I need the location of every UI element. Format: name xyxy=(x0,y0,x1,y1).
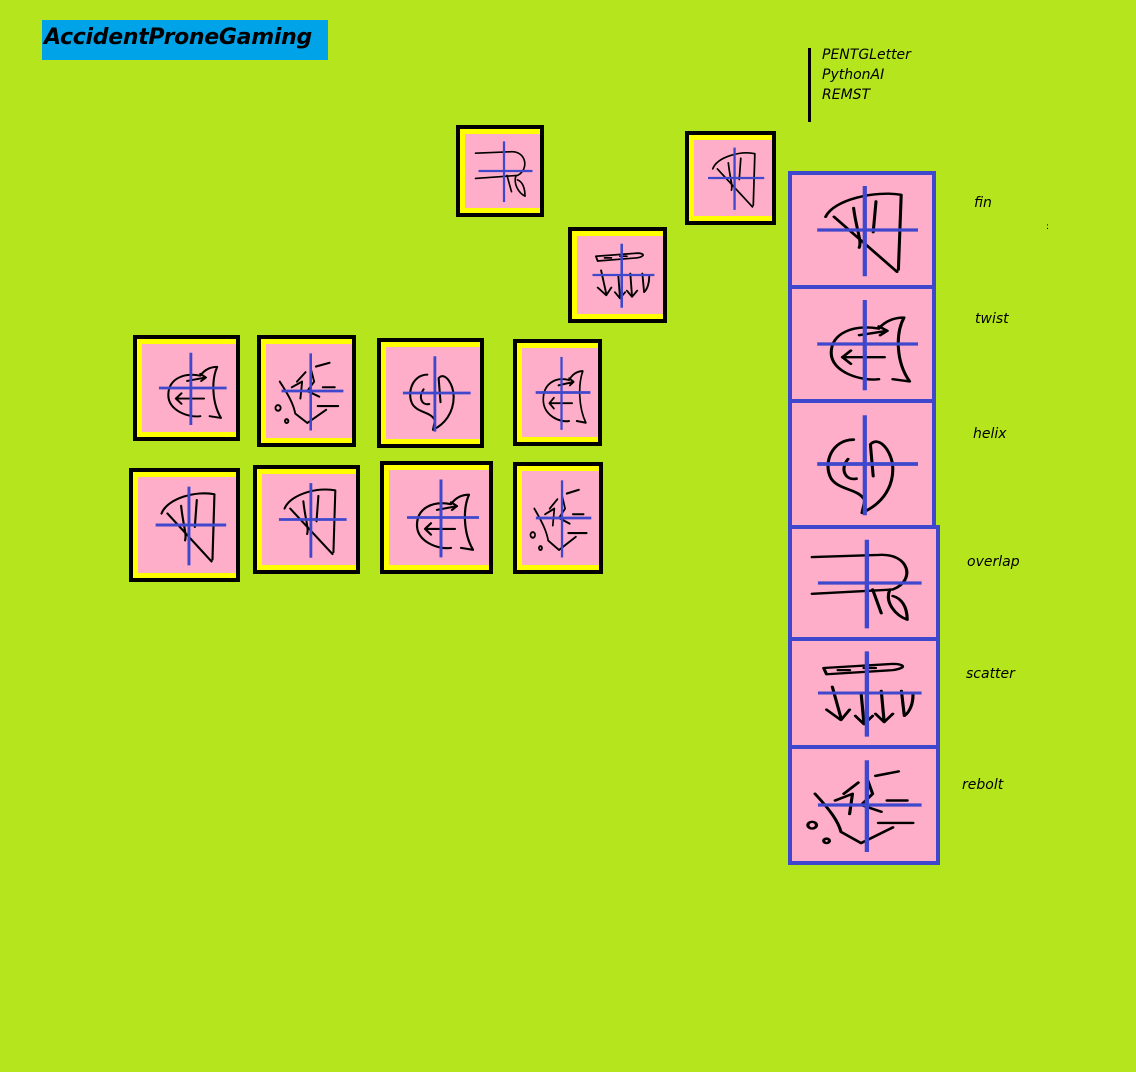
helix-glyph-icon xyxy=(386,347,480,439)
overlap-glyph-icon xyxy=(465,134,540,208)
scatter-glyph-icon xyxy=(792,641,936,745)
legend-label-overlap: overlap xyxy=(967,554,1020,570)
glyph-tile[interactable] xyxy=(133,335,240,441)
glyph-tile[interactable] xyxy=(253,465,360,574)
glyph-tile[interactable] xyxy=(513,462,603,574)
credits-list: PENTGLetter PythonAI REMST xyxy=(808,47,911,122)
credit-item: REMST xyxy=(822,87,871,103)
stray-mark: : xyxy=(1046,222,1050,232)
scatter-glyph-icon xyxy=(577,236,663,314)
legend-glyph-fin xyxy=(788,171,936,289)
legend-glyph-scatter xyxy=(788,637,940,749)
rebolt-glyph-icon xyxy=(266,344,352,438)
brand-banner: AccidentProneGaming xyxy=(42,20,328,60)
overlap-glyph-icon xyxy=(792,529,936,637)
legend-glyph-rebolt xyxy=(788,745,940,865)
credit-item: PENTGLetter xyxy=(822,47,911,63)
legend-glyph-overlap xyxy=(788,525,940,641)
legend-label-twist: twist xyxy=(975,311,1009,327)
glyph-tile[interactable] xyxy=(568,227,667,323)
legend-glyph-twist xyxy=(788,285,936,403)
glyph-tile[interactable] xyxy=(257,335,356,447)
brand-name: AccidentProneGaming xyxy=(44,25,312,50)
glyph-tile[interactable] xyxy=(380,461,493,574)
twist-glyph-icon xyxy=(142,344,236,432)
glyph-tile[interactable] xyxy=(685,131,776,225)
legend-label-rebolt: rebolt xyxy=(962,777,1004,793)
fin-glyph-icon xyxy=(792,175,932,285)
twist-glyph-icon xyxy=(522,348,598,437)
legend-label-scatter: scatter xyxy=(966,666,1015,682)
rebolt-glyph-icon xyxy=(792,749,936,861)
legend-label-fin: fin xyxy=(974,195,992,211)
glyph-tile[interactable] xyxy=(456,125,544,217)
twist-glyph-icon xyxy=(389,470,489,565)
twist-glyph-icon xyxy=(792,289,932,399)
glyph-tile[interactable] xyxy=(377,338,484,448)
helix-glyph-icon xyxy=(792,403,932,525)
glyph-legend xyxy=(788,171,940,865)
legend-glyph-helix xyxy=(788,399,936,529)
glyph-tile[interactable] xyxy=(129,468,240,582)
fin-glyph-icon xyxy=(262,474,356,565)
fin-glyph-icon xyxy=(138,477,236,573)
glyph-tile[interactable] xyxy=(513,339,602,446)
legend-label-helix: helix xyxy=(973,426,1007,442)
credit-item: PythonAI xyxy=(822,67,885,83)
rebolt-glyph-icon xyxy=(522,471,599,565)
fin-glyph-icon xyxy=(694,140,772,216)
